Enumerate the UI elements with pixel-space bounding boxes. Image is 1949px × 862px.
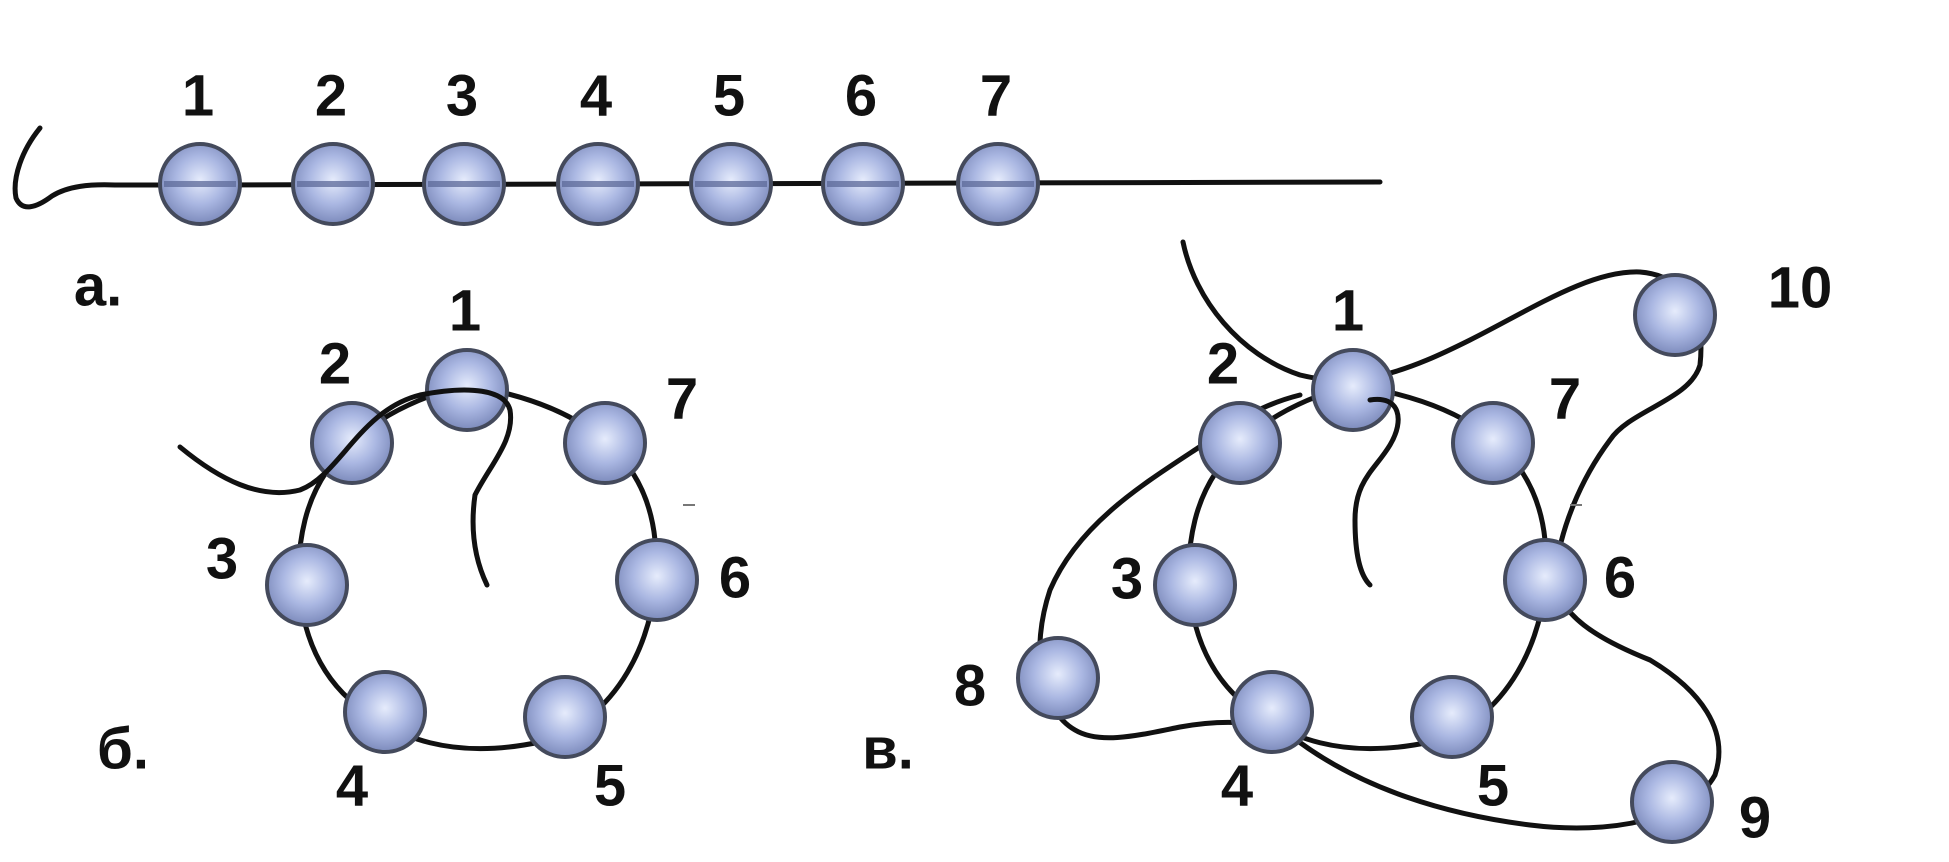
bead-ring-c <box>1016 273 1717 844</box>
bead-labels-c: 1 2 3 4 5 6 7 8 9 10 <box>954 255 1832 850</box>
bead-label-c-8: 8 <box>954 653 986 718</box>
bead-a-7 <box>956 142 1040 226</box>
bead-c-3 <box>1153 543 1237 627</box>
bead-label-b-3: 3 <box>206 526 238 591</box>
bead-label-a-3: 3 <box>446 63 478 128</box>
bead-label-c-2: 2 <box>1207 331 1239 396</box>
bead-c-4 <box>1230 670 1314 754</box>
thread-outer-c <box>1037 239 1722 831</box>
bead-label-b-1: 1 <box>449 278 481 343</box>
bead-label-c-4: 4 <box>1221 753 1253 818</box>
bead-label-a-2: 2 <box>315 63 347 128</box>
panel-c: 1 2 3 4 5 6 7 8 9 10 в. <box>862 239 1832 850</box>
bead-c-9 <box>1630 760 1714 844</box>
thread-ring-c <box>1186 382 1549 752</box>
bead-label-a-6: 6 <box>845 63 877 128</box>
bead-label-a-1: 1 <box>182 63 214 128</box>
bead-label-a-5: 5 <box>713 63 745 128</box>
bead-b-6 <box>615 538 699 622</box>
bead-label-c-10: 10 <box>1768 255 1833 320</box>
bead-b-3 <box>265 543 349 627</box>
bead-b-4 <box>343 670 427 754</box>
panel-b: 1 2 3 4 5 6 7 б. <box>97 278 751 818</box>
bead-label-c-1: 1 <box>1332 278 1364 343</box>
bead-label-a-4: 4 <box>580 63 612 128</box>
bead-c-1 <box>1311 348 1395 432</box>
bead-label-b-7: 7 <box>666 366 698 431</box>
bead-c-7 <box>1451 401 1535 485</box>
bead-a-3 <box>422 142 506 226</box>
bead-c-2 <box>1198 401 1282 485</box>
thread-a <box>192 179 1383 188</box>
bead-label-c-6: 6 <box>1604 545 1636 610</box>
bead-c-10 <box>1633 273 1717 357</box>
bead-label-c-9: 9 <box>1739 785 1771 850</box>
bead-a-5 <box>689 142 773 226</box>
bead-a-4 <box>556 142 640 226</box>
bead-c-5 <box>1410 675 1494 759</box>
bead-label-c-7: 7 <box>1549 366 1581 431</box>
bead-b-5 <box>523 675 607 759</box>
panel-label-a: а. <box>74 253 122 318</box>
thread-tail-c <box>1352 396 1401 588</box>
panel-label-c: в. <box>862 716 914 781</box>
bead-label-b-4: 4 <box>336 753 368 818</box>
bead-label-b-2: 2 <box>319 331 351 396</box>
thread-ring-b <box>296 382 659 752</box>
bead-labels-a: 1 2 3 4 5 6 7 <box>182 63 1012 128</box>
needle-icon <box>12 125 198 210</box>
bead-a-1 <box>158 142 242 226</box>
bead-label-b-6: 6 <box>719 545 751 610</box>
bead-label-c-5: 5 <box>1477 753 1509 818</box>
bead-a-6 <box>821 142 905 226</box>
bead-label-c-3: 3 <box>1111 546 1143 611</box>
bead-b-7 <box>563 401 647 485</box>
bead-ring-b <box>265 348 699 759</box>
bead-labels-b: 1 2 3 4 5 6 7 <box>206 278 751 818</box>
panel-a: 1 2 3 4 5 6 7 а. <box>12 63 1383 318</box>
bead-row-a <box>158 142 1040 226</box>
panel-label-b: б. <box>97 716 149 781</box>
bead-c-8 <box>1016 636 1100 720</box>
bead-a-2 <box>291 142 375 226</box>
bead-c-6 <box>1503 538 1587 622</box>
thread-tail-b <box>177 387 514 588</box>
bead-label-a-7: 7 <box>980 63 1012 128</box>
bead-label-b-5: 5 <box>594 753 626 818</box>
